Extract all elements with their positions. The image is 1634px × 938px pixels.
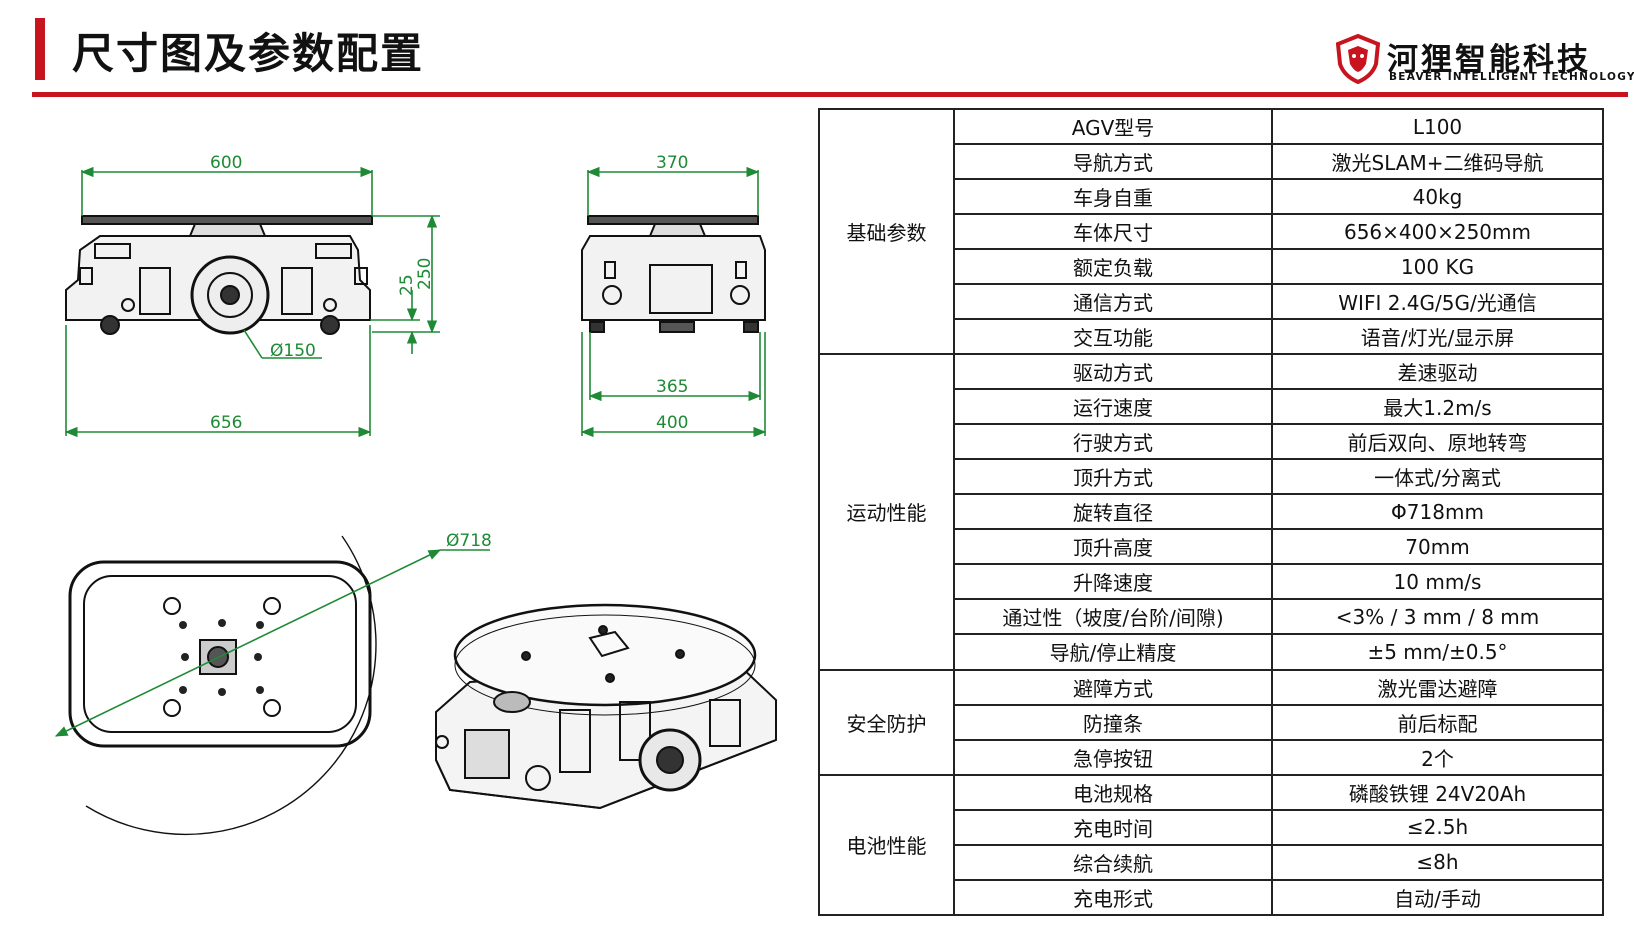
- spec-param-value: 10 mm/s: [1271, 563, 1604, 601]
- front-view-drawing: [65, 215, 373, 335]
- spec-row: 防撞条前后标配: [819, 703, 1604, 741]
- spec-param-name: 顶升方式: [953, 458, 1273, 496]
- spec-param-value: 70mm: [1271, 528, 1604, 566]
- spec-param-name: 运行速度: [953, 388, 1273, 426]
- spec-param-name: 升降速度: [953, 563, 1273, 601]
- spec-param-name: 车身自重: [953, 178, 1273, 216]
- spec-param-name: 车体尺寸: [953, 213, 1273, 251]
- spec-row: 通过性（坡度/台阶/间隙)<3% / 3 mm / 8 mm: [819, 598, 1604, 636]
- front-clearance-label: 25: [397, 274, 417, 296]
- company-logo: 河狸智能科技 BEAVER INTELLIGENT TECHNOLOGY: [1335, 34, 1634, 86]
- spec-param-value: 2个: [1271, 738, 1604, 776]
- spec-group-label: 安全防护: [818, 668, 955, 776]
- top-view-drawing: [68, 560, 372, 748]
- spec-param-value: 磷酸铁锂 24V20Ah: [1271, 773, 1604, 811]
- spec-param-value: ±5 mm/±0.5°: [1271, 633, 1604, 671]
- spec-param-value: 差速驱动: [1271, 353, 1604, 391]
- spec-row: 运行速度最大1.2m/s: [819, 388, 1604, 426]
- spec-row: 顶升方式一体式/分离式: [819, 458, 1604, 496]
- spec-param-value: 激光雷达避障: [1271, 668, 1604, 706]
- spec-param-value: 40kg: [1271, 178, 1604, 216]
- spec-param-value: 一体式/分离式: [1271, 458, 1604, 496]
- front-height-label: 250: [415, 258, 435, 290]
- spec-row: 运动性能驱动方式差速驱动: [818, 353, 1604, 671]
- spec-param-value: 100 KG: [1271, 248, 1604, 286]
- spec-row: 行驶方式前后双向、原地转弯: [819, 423, 1604, 461]
- spec-param-name: 额定负载: [953, 248, 1273, 286]
- spec-param-name: 综合续航: [953, 843, 1273, 881]
- spec-param-value: 656×400×250mm: [1271, 213, 1604, 251]
- spec-param-name: 电池规格: [953, 773, 1273, 811]
- spec-param-name: 充电时间: [953, 808, 1273, 846]
- header-divider: [32, 92, 1628, 97]
- front-top-width-label: 600: [210, 153, 242, 173]
- spec-row: 充电形式自动/手动: [819, 878, 1604, 917]
- spec-row: 电池性能电池规格磷酸铁锂 24V20Ah: [818, 773, 1604, 917]
- spec-param-value: 前后标配: [1271, 703, 1604, 741]
- front-wheel-diameter-label: Ø150: [270, 341, 316, 361]
- rotation-diameter-label: Ø718: [446, 531, 492, 551]
- spec-param-name: 旋转直径: [953, 493, 1273, 531]
- spec-group-label: 电池性能: [818, 773, 955, 917]
- spec-param-name: 驱动方式: [953, 353, 1273, 391]
- front-base-width-label: 656: [210, 413, 242, 433]
- spec-param-name: 行驶方式: [953, 423, 1273, 461]
- spec-param-value: <3% / 3 mm / 8 mm: [1271, 598, 1604, 636]
- spec-group-label: 基础参数: [818, 107, 955, 356]
- spec-param-name: 防撞条: [953, 703, 1273, 741]
- spec-param-name: 顶升高度: [953, 528, 1273, 566]
- spec-param-name: 交互功能: [953, 318, 1273, 356]
- spec-param-value: 激光SLAM+二维码导航: [1271, 143, 1604, 181]
- spec-param-value: Φ718mm: [1271, 493, 1604, 531]
- spec-param-value: 自动/手动: [1271, 878, 1604, 917]
- spec-group-label: 运动性能: [818, 353, 955, 671]
- logo-chinese-name: 河狸智能科技: [1387, 42, 1591, 78]
- spec-param-name: 通信方式: [953, 283, 1273, 321]
- spec-param-name: 充电形式: [953, 878, 1273, 917]
- side-inner-width-label: 365: [656, 377, 688, 397]
- spec-row: 交互功能语音/灯光/显示屏: [819, 318, 1604, 356]
- spec-param-value: WIFI 2.4G/5G/光通信: [1271, 283, 1604, 321]
- top-view-dimensions: [54, 535, 490, 836]
- spec-param-value: 前后双向、原地转弯: [1271, 423, 1604, 461]
- front-view-dimensions: [64, 166, 440, 438]
- dimension-drawings: 600 656 Ø150 25 250 370 365 400: [54, 153, 777, 836]
- spec-param-value: L100: [1271, 107, 1604, 146]
- title-accent-bar: [35, 18, 45, 80]
- spec-param-value: ≤8h: [1271, 843, 1604, 881]
- logo-english-name: BEAVER INTELLIGENT TECHNOLOGY: [1389, 71, 1634, 83]
- spec-param-name: 导航/停止精度: [953, 633, 1273, 671]
- spec-row: 充电时间≤2.5h: [819, 808, 1604, 846]
- isometric-view-drawing: [435, 603, 777, 810]
- spec-row: 安全防护避障方式激光雷达避障: [818, 668, 1604, 776]
- spec-param-value: 最大1.2m/s: [1271, 388, 1604, 426]
- spec-param-name: AGV型号: [953, 107, 1273, 146]
- spec-param-name: 导航方式: [953, 143, 1273, 181]
- page-title: 尺寸图及参数配置: [72, 29, 425, 78]
- spec-param-value: 语音/灯光/显示屏: [1271, 318, 1604, 356]
- spec-param-value: ≤2.5h: [1271, 808, 1604, 846]
- side-view-drawing: [581, 215, 766, 333]
- spec-row: 导航/停止精度±5 mm/±0.5°: [819, 633, 1604, 671]
- beaver-logo-icon: [1335, 34, 1381, 84]
- spec-param-name: 通过性（坡度/台阶/间隙): [953, 598, 1273, 636]
- side-top-width-label: 370: [656, 153, 688, 173]
- spec-param-name: 急停按钮: [953, 738, 1273, 776]
- side-view-dimensions: [580, 166, 767, 438]
- spec-row: 导航方式激光SLAM+二维码导航: [819, 143, 1604, 181]
- spec-row: 综合续航≤8h: [819, 843, 1604, 881]
- side-base-width-label: 400: [656, 413, 688, 433]
- spec-param-name: 避障方式: [953, 668, 1273, 706]
